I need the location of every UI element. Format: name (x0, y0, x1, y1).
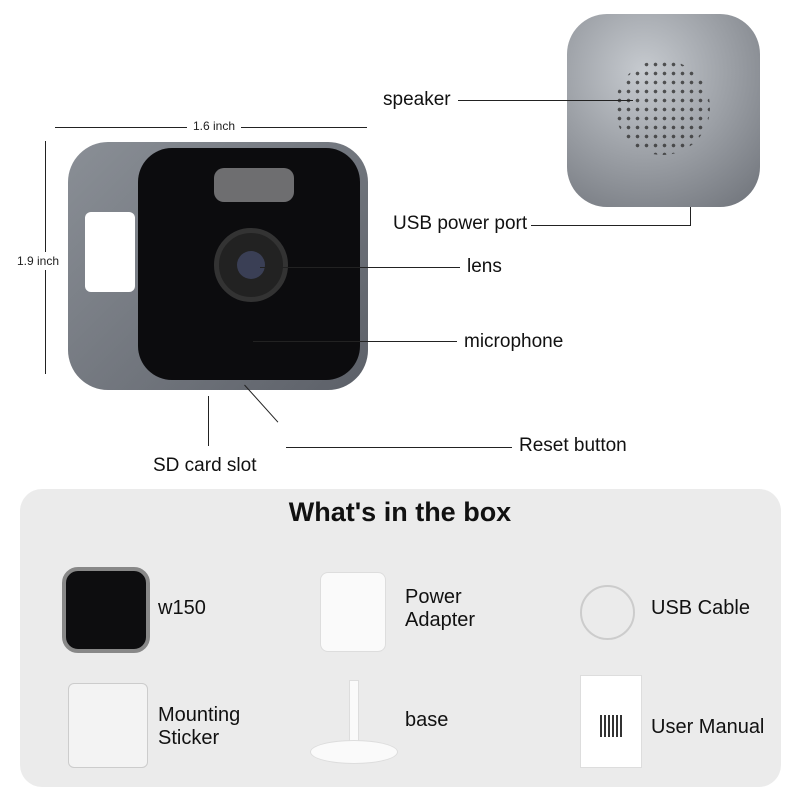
item-mounting-sticker: Mounting Sticker (158, 704, 241, 749)
lens-icon (214, 228, 288, 302)
base-foot (310, 740, 398, 764)
mounting-sticker-image (68, 683, 148, 768)
ir-leds (214, 168, 294, 202)
height-dimension: 1.9 inch (17, 252, 60, 270)
item-usb-cable: USB Cable (651, 597, 750, 619)
qr-code-icon (600, 715, 622, 737)
speaker-label: speaker (383, 89, 451, 110)
microphone-label: microphone (464, 331, 564, 352)
lens-label: lens (467, 256, 502, 277)
power-adapter-image (320, 572, 386, 652)
camera-side-tab (85, 212, 135, 292)
speaker-grille-icon (615, 60, 710, 155)
usb-port-label: USB power port (393, 213, 528, 234)
w150-camera-image (62, 567, 150, 653)
item-user-manual: User Manual (651, 716, 765, 738)
box-title: What's in the box (288, 497, 512, 527)
reset-label: Reset button (519, 435, 627, 456)
item-base: base (405, 709, 449, 731)
width-dimension: 1.6 inch (187, 119, 242, 133)
item-power-adapter: Power Adapter (405, 586, 476, 631)
sd-slot-label: SD card slot (153, 455, 257, 476)
lens-center (237, 251, 265, 279)
item-w150: w150 (158, 597, 206, 619)
usb-cable-image (580, 585, 635, 640)
